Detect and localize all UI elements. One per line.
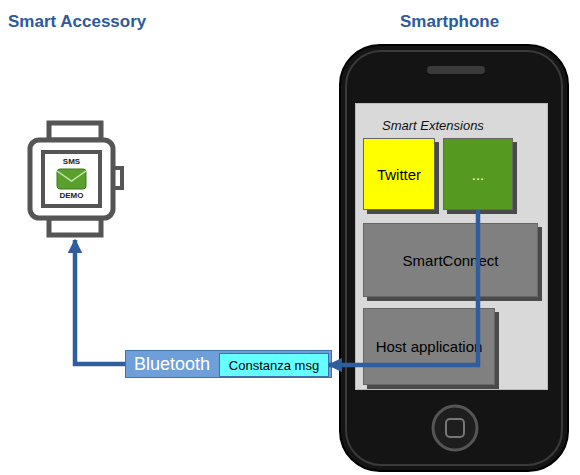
message-box: Constanza msg [219, 353, 329, 377]
process-box: SmartConnect [363, 223, 538, 297]
box-text: Host application [376, 338, 483, 355]
band-text: Bluetooth [134, 354, 210, 375]
extension-box: Twitter [363, 138, 435, 210]
section-title: Smart Accessory [8, 12, 146, 32]
screen-text: DEMO [43, 191, 100, 200]
box-text: SmartConnect [403, 252, 499, 269]
flow-arrow [75, 240, 125, 364]
flow-arrow [329, 210, 478, 365]
bluetooth-band: Bluetooth Constanza msg [125, 350, 332, 378]
box-text: ... [472, 166, 485, 183]
box-text: Twitter [377, 166, 421, 183]
process-box: Host application [363, 308, 495, 385]
section-title: Smartphone [400, 12, 499, 32]
extension-box: ... [443, 138, 513, 210]
watch-outline [25, 120, 125, 238]
screen-text: SMS [43, 157, 100, 166]
smartwatch: SMS DEMO [25, 120, 125, 238]
panel-heading: Smart Extensions [382, 118, 484, 133]
extensions-panel: Smart ExtensionsTwitter... SmartConnectHo… [355, 103, 548, 390]
box-text: Constanza msg [229, 358, 319, 373]
